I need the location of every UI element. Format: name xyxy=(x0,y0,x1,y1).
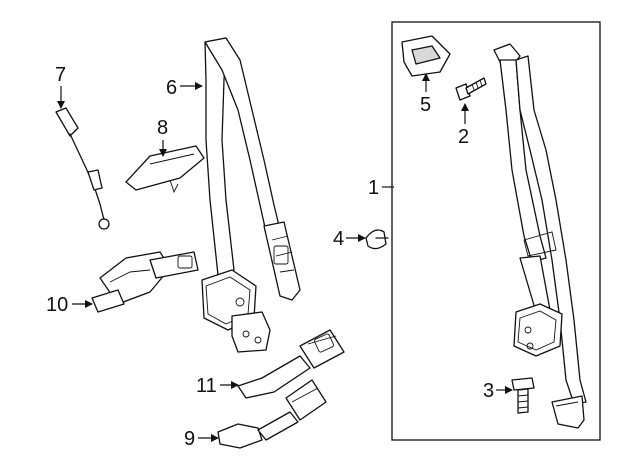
callout-10: 10 xyxy=(46,294,68,316)
assembly-group-box xyxy=(391,21,601,441)
callout-1: 1 xyxy=(368,177,379,199)
push-clip-part-4[interactable] xyxy=(365,229,389,250)
callout-8: 8 xyxy=(157,117,168,139)
escutcheon-part-5[interactable] xyxy=(401,35,451,77)
seat-belt-assembly-part-6[interactable] xyxy=(201,37,301,353)
buckle-part-10[interactable] xyxy=(91,251,199,313)
callout-3: 3 xyxy=(483,380,494,402)
bolt-part-2[interactable] xyxy=(455,77,487,101)
callout-2: 2 xyxy=(458,126,469,148)
callout-11: 11 xyxy=(196,375,217,397)
seat-belt-assembly-part-1[interactable] xyxy=(493,43,587,429)
buckle-anchor-part-9[interactable] xyxy=(217,379,327,449)
cable-part-7[interactable] xyxy=(55,107,110,230)
callout-4: 4 xyxy=(333,228,344,250)
callout-9: 9 xyxy=(184,428,195,450)
callout-5: 5 xyxy=(420,94,431,116)
buckle-strap-part-11[interactable] xyxy=(237,329,345,399)
bolt-part-3[interactable] xyxy=(511,377,535,414)
trim-cover-part-8[interactable] xyxy=(125,145,205,194)
callout-6: 6 xyxy=(166,77,177,99)
callout-7: 7 xyxy=(55,64,66,86)
